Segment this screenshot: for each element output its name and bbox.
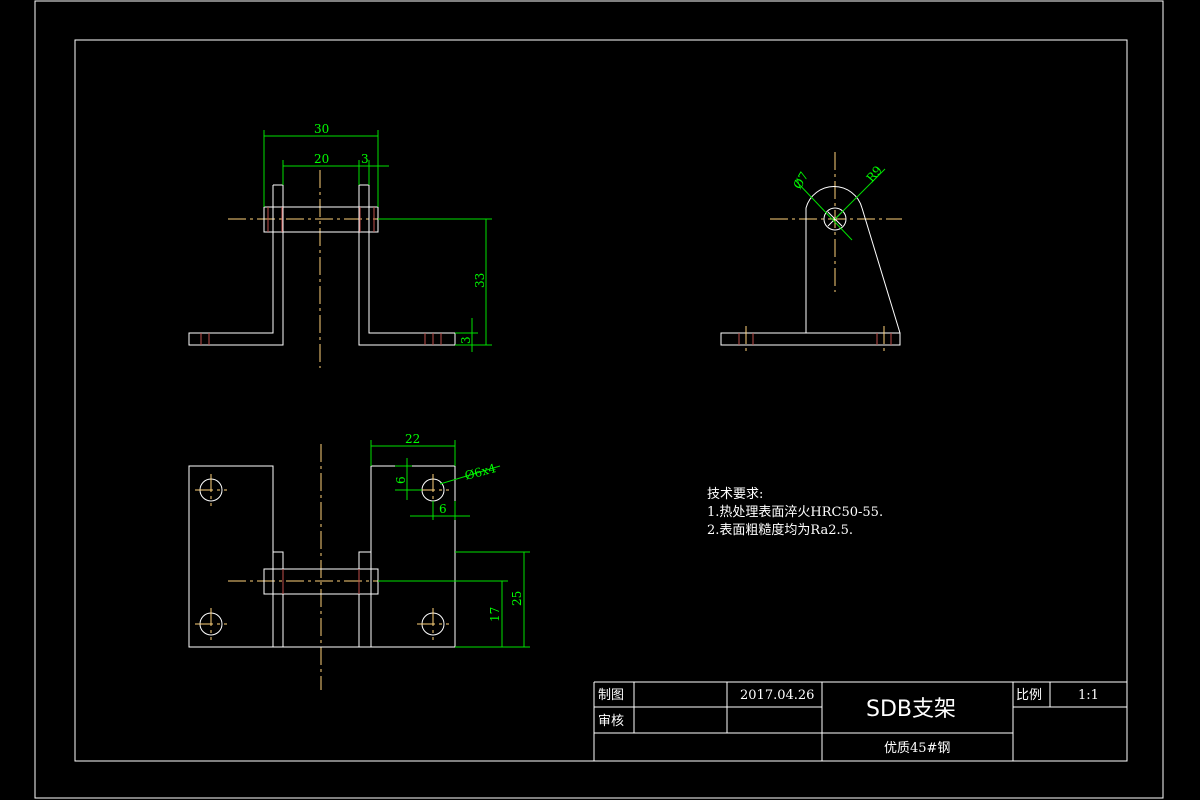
part-name: SDB支架 xyxy=(866,697,956,722)
front-view: 30 20 3 33 3 xyxy=(188,122,492,368)
dim-inner-width: 20 xyxy=(314,152,329,166)
dim-base-thickness: 3 xyxy=(459,336,473,344)
notes-item-1: 1.热处理表面淬火HRC50-55. xyxy=(707,505,883,520)
drawn-label: 制图 xyxy=(598,688,624,703)
dim-top-width: 22 xyxy=(405,432,420,446)
drawing-date: 2017.04.26 xyxy=(740,688,814,703)
dim-hole-dia: Ø7 xyxy=(790,169,811,191)
dim-height: 33 xyxy=(473,273,487,288)
notes-title: 技术要求: xyxy=(707,487,763,502)
side-view: Ø7 R9 xyxy=(720,152,902,352)
dim-thickness: 3 xyxy=(361,152,369,166)
title-block: 制图 2017.04.26 审核 SDB支架 优质45#钢 比例 1:1 xyxy=(593,681,1127,761)
dim-hole-y: 17 xyxy=(488,607,502,622)
material: 优质45#钢 xyxy=(884,741,950,756)
sheet-outer-border xyxy=(34,0,1164,799)
dim-radius: R9 xyxy=(864,163,885,185)
dim-overall-width: 30 xyxy=(314,122,329,136)
notes-item-2: 2.表面粗糙度均为Ra2.5. xyxy=(707,522,853,538)
check-label: 审核 xyxy=(598,714,624,729)
sheet-inner-border xyxy=(74,39,1128,762)
dim-depth: 25 xyxy=(510,591,524,606)
top-view: 22 6 6 Ø6x4 25 17 xyxy=(188,432,530,690)
dim-hole-offset-x: 6 xyxy=(439,502,447,516)
dim-hole-offset-y: 6 xyxy=(394,476,408,484)
dim-holes: Ø6x4 xyxy=(463,461,498,483)
scale-value: 1:1 xyxy=(1078,688,1099,703)
scale-label: 比例 xyxy=(1016,688,1042,703)
technical-notes: 技术要求: 1.热处理表面淬火HRC50-55. 2.表面粗糙度均为Ra2.5. xyxy=(707,487,883,538)
